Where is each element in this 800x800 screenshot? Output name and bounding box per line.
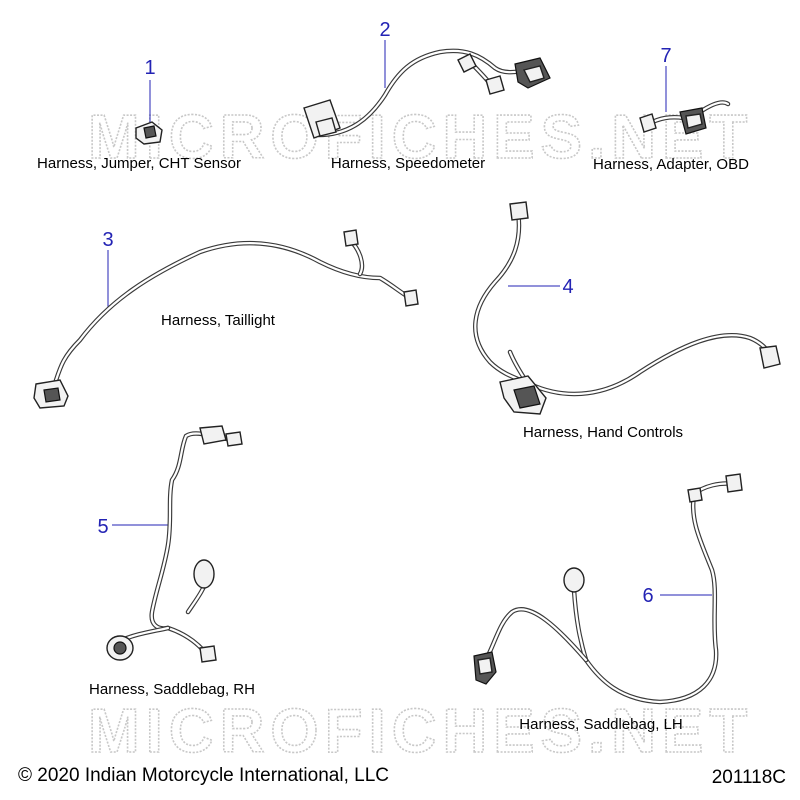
diagram-id: 201118C <box>712 767 786 788</box>
copyright-text: © 2020 Indian Motorcycle International, … <box>18 765 389 786</box>
callout-3: 3 <box>102 229 113 251</box>
caption-hand-controls: Harness, Hand Controls <box>523 424 683 441</box>
callout-7: 7 <box>660 45 671 67</box>
hand-controls-harness-drawing <box>473 201 781 415</box>
part-1-cht-jumper[interactable]: 1 Harness, Jumper, CHT Sensor <box>37 57 241 172</box>
part-4-hand-controls-harness[interactable]: 4 Harness, Hand Controls <box>473 201 781 441</box>
part-3-taillight-harness[interactable]: 3 Harness, Taillight <box>33 229 419 409</box>
watermark-bottom: MICROFICHES.NET <box>88 697 753 766</box>
callout-6: 6 <box>642 585 653 607</box>
part-5-saddlebag-rh-harness[interactable]: 5 Harness, Saddlebag, RH <box>89 425 255 698</box>
caption-saddlebag-rh: Harness, Saddlebag, RH <box>89 681 255 698</box>
part-6-saddlebag-lh-harness[interactable]: 6 Harness, Saddlebag, LH <box>473 473 743 733</box>
caption-speedometer: Harness, Speedometer <box>331 155 485 172</box>
obd-adapter-drawing <box>639 100 731 135</box>
caption-obd-adapter: Harness, Adapter, OBD <box>593 156 749 173</box>
watermark-top: MICROFICHES.NET <box>88 103 753 172</box>
callout-4: 4 <box>562 276 573 298</box>
part-7-obd-adapter[interactable]: 7 Harness, Adapter, OBD <box>593 45 749 173</box>
part-2-speedometer-harness[interactable]: 2 Harness, Speedometer <box>303 19 551 172</box>
cht-jumper-connector-drawing <box>135 121 163 145</box>
speedometer-harness-drawing <box>303 48 551 139</box>
saddlebag-rh-harness-drawing <box>106 425 243 663</box>
caption-cht-sensor: Harness, Jumper, CHT Sensor <box>37 155 241 172</box>
taillight-harness-drawing <box>33 229 419 409</box>
callout-2: 2 <box>379 19 390 41</box>
saddlebag-lh-harness-drawing <box>473 473 743 705</box>
caption-taillight: Harness, Taillight <box>161 312 276 329</box>
callout-1: 1 <box>144 57 155 79</box>
caption-saddlebag-lh: Harness, Saddlebag, LH <box>519 716 682 733</box>
callout-5: 5 <box>97 516 108 538</box>
